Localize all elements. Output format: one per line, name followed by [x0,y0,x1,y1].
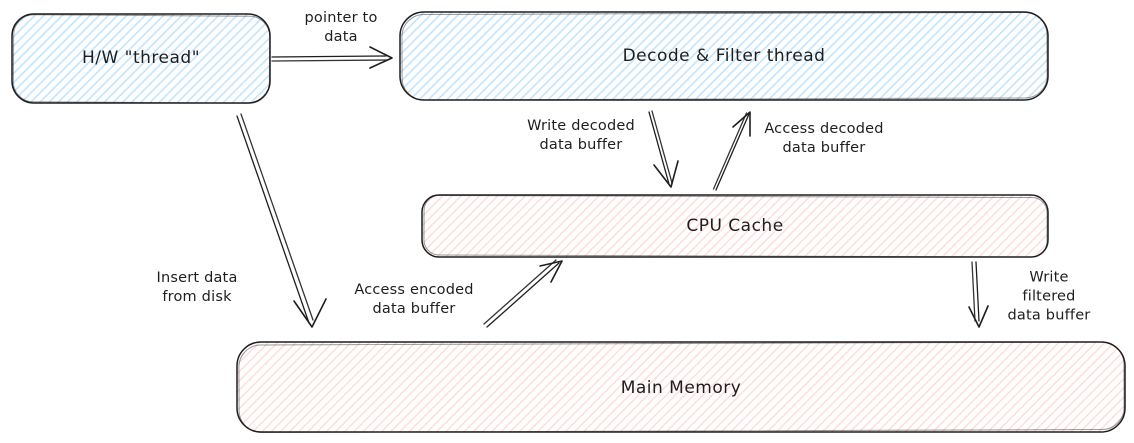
node-cpu-cache-box [421,194,1049,258]
arrow-access-decoded [712,111,751,191]
arrow-access-encoded [483,259,563,328]
node-decode-filter-thread-box [399,11,1049,101]
arrow-pointer-to-data [271,46,393,69]
arrow-write-decoded [648,110,679,188]
arrow-write-filtered [968,261,989,328]
arrow-insert-data-from-disk [236,113,327,328]
node-main-memory-box [236,341,1126,433]
node-hw-thread-box [11,13,271,104]
